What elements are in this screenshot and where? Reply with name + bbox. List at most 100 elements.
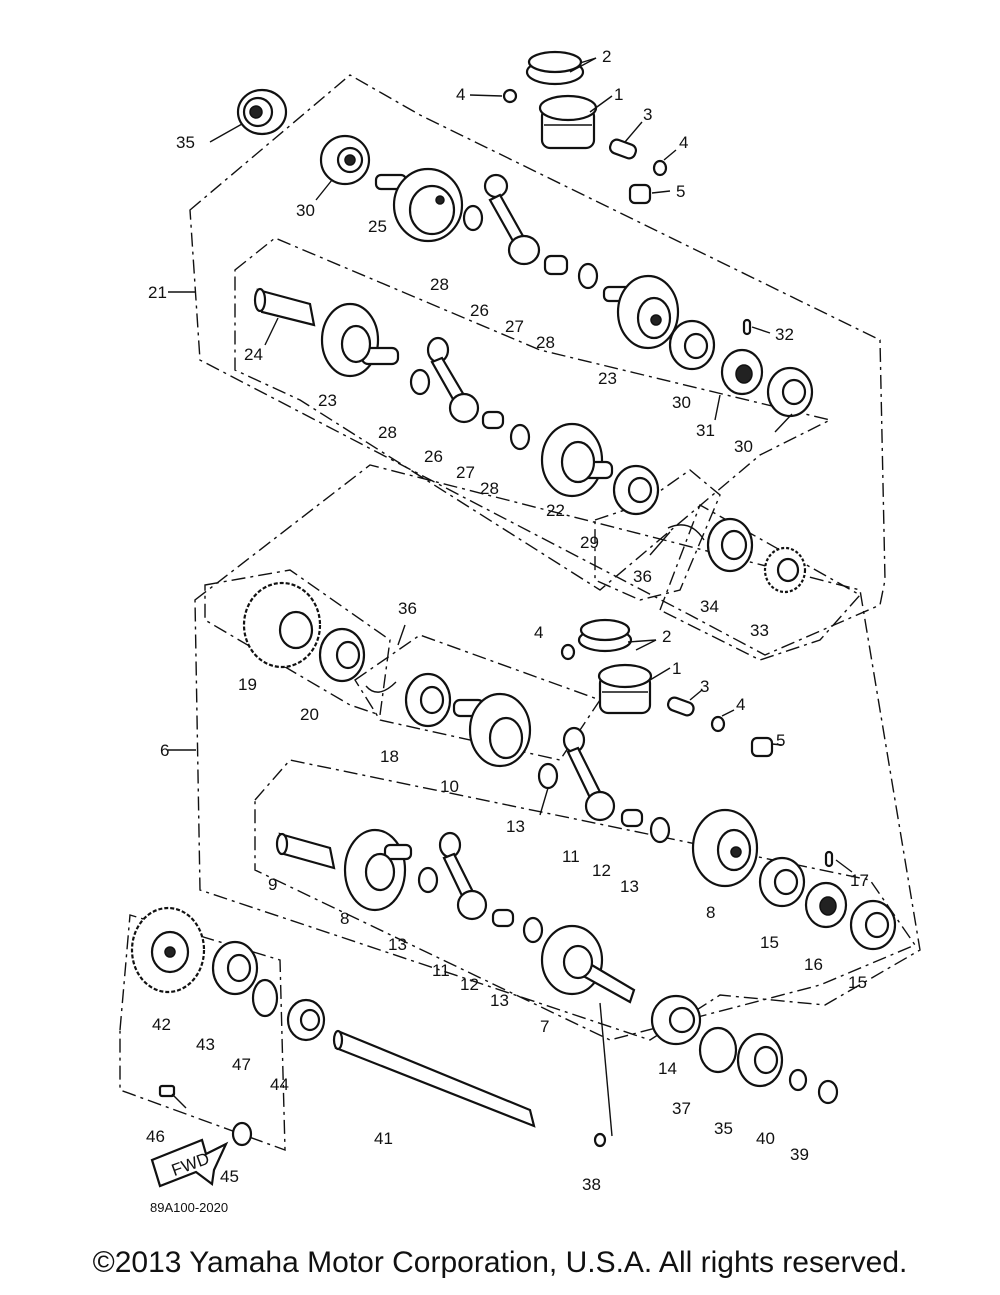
washer-13-c <box>417 866 439 894</box>
circlip-37 <box>698 1026 738 1074</box>
crank-web-8-left <box>343 828 413 912</box>
bearing-34 <box>706 517 754 573</box>
bearing-15-b <box>849 899 897 951</box>
circlip-4-top <box>502 88 518 104</box>
crank-web-23-left <box>320 302 400 378</box>
piston-rings-2-lower <box>577 618 633 653</box>
circlip-47 <box>251 978 279 1018</box>
callout-15b: 15 <box>848 973 867 992</box>
bearing-20 <box>318 627 366 683</box>
oil-seal-16 <box>804 881 848 929</box>
callout-11a: 11 <box>562 847 580 866</box>
circlip-4-lower-left <box>560 643 576 661</box>
piston-1-lower <box>597 663 653 715</box>
callout-3a: 3 <box>643 105 652 124</box>
callout-24: 24 <box>244 345 263 364</box>
callout-11b: 11 <box>432 961 450 980</box>
callout-13b: 13 <box>620 877 639 896</box>
callout-22: 22 <box>546 501 565 520</box>
callout-1b: 1 <box>672 659 681 678</box>
needle-bearing-12-b <box>491 908 515 928</box>
box-19-36-outline <box>204 569 391 716</box>
gear-33 <box>763 546 807 594</box>
pin-17 <box>824 850 834 868</box>
crank-web-8-right <box>691 808 759 888</box>
callout-13c: 13 <box>388 935 407 954</box>
callout-12b: 12 <box>460 975 479 994</box>
callout-23b: 23 <box>598 369 617 388</box>
callout-14: 14 <box>658 1059 677 1078</box>
callout-4a: 4 <box>456 85 465 104</box>
connecting-rod-26-b <box>426 336 480 424</box>
callout-26b: 26 <box>424 447 443 466</box>
bearing-35-top <box>236 88 288 136</box>
circlip-36-lower <box>365 681 397 693</box>
callout-2a: 2 <box>602 47 611 66</box>
callout-37: 37 <box>672 1099 691 1118</box>
copyright-notice: ©2013 Yamaha Motor Corporation, U.S.A. A… <box>92 1246 908 1279</box>
circlip-36-upper <box>667 524 705 541</box>
callout-19: 19 <box>238 675 257 694</box>
bearing-5-lower <box>750 736 774 758</box>
washer-28-a <box>462 204 484 232</box>
needle-bearing-27-b <box>481 410 505 430</box>
leader-lines <box>168 57 853 1137</box>
callout-13d: 13 <box>490 991 509 1010</box>
bearing-30-right <box>668 319 716 371</box>
washer-40 <box>788 1068 808 1092</box>
piston-pin-3-lower <box>666 696 695 717</box>
woodruff-key-38 <box>593 1132 607 1148</box>
callout-4b: 4 <box>679 133 688 152</box>
drawing-code: 89A100-2020 <box>150 1200 228 1215</box>
callout-12a: 12 <box>592 861 611 880</box>
assembly-21-outline <box>189 74 886 656</box>
callout-4d: 4 <box>736 695 745 714</box>
oil-seal-31 <box>720 348 764 396</box>
callout-23a: 23 <box>318 391 337 410</box>
crankshaft-spline-24 <box>253 287 316 327</box>
piston-pin-3-top <box>608 138 638 160</box>
callout-45: 45 <box>220 1167 239 1186</box>
callout-20: 20 <box>300 705 319 724</box>
crank-web-22 <box>540 422 614 498</box>
washer-13-a <box>537 762 559 790</box>
callout-6: 6 <box>160 741 169 760</box>
callout-2b: 2 <box>662 627 671 646</box>
callout-30b: 30 <box>672 393 691 412</box>
bearing-35-lower <box>736 1032 784 1088</box>
callout-8b: 8 <box>706 903 715 922</box>
callout-9: 9 <box>268 875 277 894</box>
circlip-4-lower-right <box>710 715 726 733</box>
washer-13-b <box>649 816 671 844</box>
callout-34: 34 <box>700 597 719 616</box>
callout-4c: 4 <box>534 623 543 642</box>
callout-5a: 5 <box>676 182 685 201</box>
callout-7: 7 <box>540 1017 549 1036</box>
washer-28-d <box>509 423 531 451</box>
collar-44 <box>286 998 326 1042</box>
washer-13-d <box>522 916 544 944</box>
callout-28c: 28 <box>378 423 397 442</box>
bearing-30-far-right <box>766 366 814 418</box>
forward-arrow-icon: FWD <box>150 1138 229 1188</box>
circlip-4-right-top <box>652 159 668 177</box>
bearing-5-top <box>628 183 652 205</box>
bearing-30-upper-left <box>319 134 371 186</box>
callout-39: 39 <box>790 1145 809 1164</box>
crank-web-7 <box>540 924 636 1004</box>
bearing-43 <box>211 940 259 996</box>
callout-32: 32 <box>775 325 794 344</box>
piston-1-top <box>538 94 598 150</box>
callout-40: 40 <box>756 1129 775 1148</box>
gear-42 <box>130 906 206 994</box>
piston-rings-2-top <box>525 50 585 86</box>
callout-33: 33 <box>750 621 769 640</box>
box-34-33-outline <box>659 503 862 661</box>
callout-13a: 13 <box>506 817 525 836</box>
callout-35a: 35 <box>176 133 195 152</box>
needle-bearing-12-a <box>620 808 644 828</box>
callout-30c: 30 <box>734 437 753 456</box>
drive-shaft-41 <box>332 1029 536 1128</box>
callout-29: 29 <box>580 533 599 552</box>
callout-21: 21 <box>148 283 167 302</box>
